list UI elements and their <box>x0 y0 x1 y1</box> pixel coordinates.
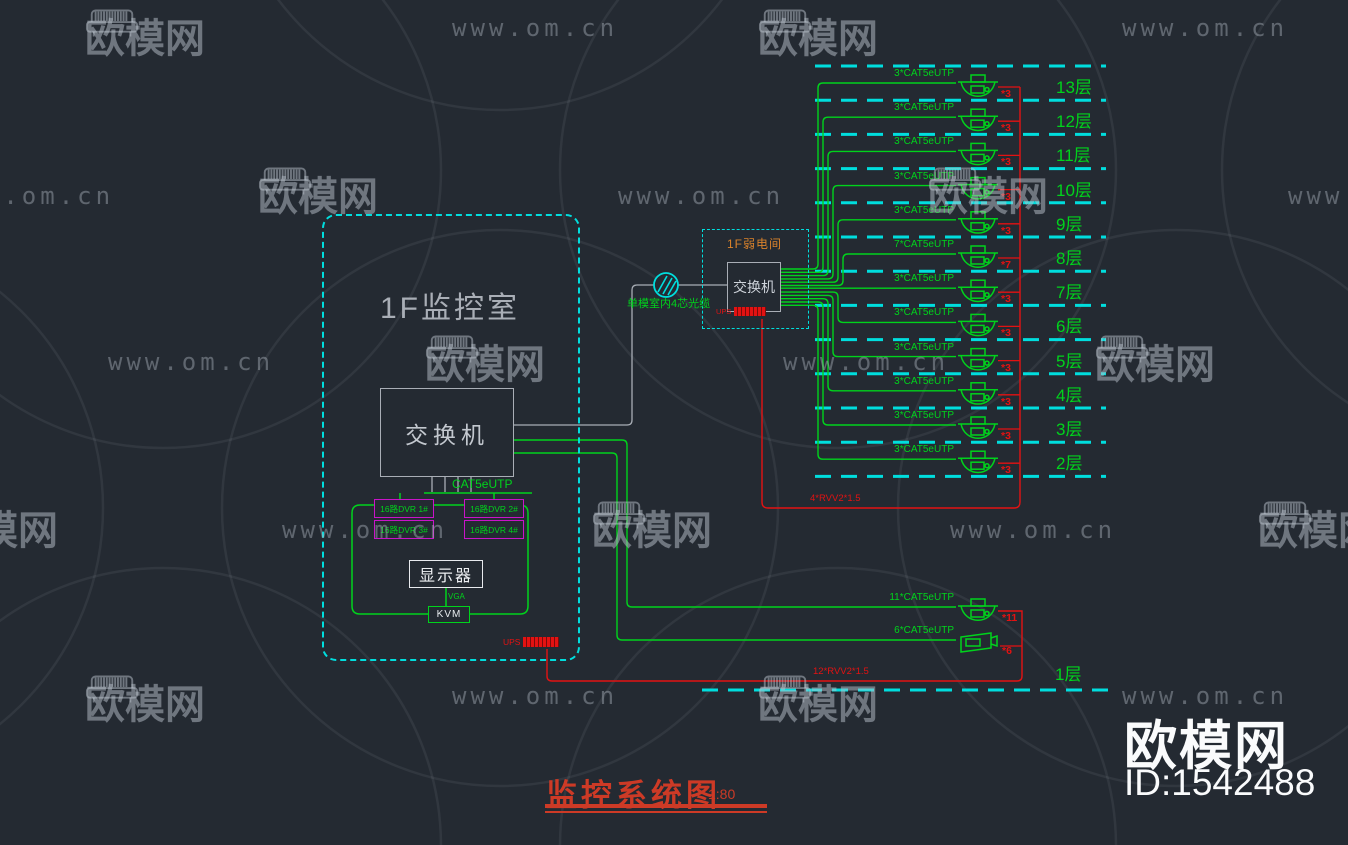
room-green-stubs <box>399 493 495 606</box>
riser-switch-box: 交换机 <box>727 262 781 312</box>
title-underline-thick <box>545 804 767 808</box>
floor-cable-wire <box>778 298 956 392</box>
dvr-box-4: 16路DVR 4# <box>464 520 524 539</box>
fiber-run-wire <box>512 284 727 426</box>
dome-camera-icon <box>957 347 999 371</box>
dome-camera-icon <box>957 74 999 97</box>
ups-room-label: UPS <box>503 637 521 647</box>
riser-power-cable-label: 4*RVV2*1.5 <box>810 493 861 504</box>
background-arc <box>558 566 1118 845</box>
kvm-box: KVM <box>428 606 470 623</box>
drawing-title: 监控系统图 <box>546 778 721 813</box>
display-box: 显示器 <box>409 560 483 588</box>
background-arc <box>0 566 443 845</box>
dvr-box-1: 16路DVR 1# <box>374 499 434 518</box>
site-id: ID:1542488 <box>1124 762 1316 803</box>
background-arc <box>0 0 443 450</box>
floor-cable-wire <box>778 291 956 324</box>
riser-room-box <box>702 229 809 329</box>
fiber-splice-hatch <box>657 275 677 296</box>
floor1-cable-wire <box>512 452 956 641</box>
dome-camera-icon <box>957 416 999 439</box>
floor-cable-wire <box>778 294 956 358</box>
background-arc <box>1220 0 1348 405</box>
floor-cable-wire <box>778 184 956 280</box>
floor1-label: 1层 <box>1055 665 1082 684</box>
ups-room: UPS <box>503 637 560 647</box>
floor-cable-wire <box>778 253 956 287</box>
background-arc <box>558 0 1118 450</box>
site-brand: 欧模网 <box>1124 717 1289 776</box>
ups-riser: UPS <box>716 307 767 316</box>
floor-cable-wire <box>778 116 956 273</box>
dvr-box-2: 16路DVR 2# <box>464 499 524 518</box>
floor-cable-wire <box>778 304 956 460</box>
dvr-box-3: 16路DVR 3# <box>374 520 434 539</box>
monitor-room-title: 1F监控室 <box>380 292 521 325</box>
box-camera-icon <box>960 632 998 653</box>
dome-camera-icon <box>957 211 999 234</box>
floor1-power-cable-label: 12*RVV2*1.5 <box>813 666 869 677</box>
ups-room-bar-icon <box>523 637 560 647</box>
dome-camera-icon <box>957 245 999 268</box>
dome-camera-icon <box>957 450 999 474</box>
background-arc <box>277 0 723 112</box>
floor-cable-wire <box>778 82 956 270</box>
dome-camera-icon <box>957 142 999 166</box>
fiber-cable-label: 单模室内4芯光缆 <box>627 298 711 310</box>
dvr-loop-wire <box>351 504 529 615</box>
riser-room-title: 1F弱电间 <box>726 237 782 251</box>
monitor-room-box <box>322 214 580 661</box>
title-underline-thin <box>545 811 767 813</box>
floor1-power-wire <box>546 610 1023 682</box>
floor-cable-wire <box>778 150 956 277</box>
drawing-scale: 1:80 <box>708 786 736 802</box>
background-arc <box>0 290 105 726</box>
ups-riser-label: UPS <box>716 307 732 316</box>
main-switch-box: 交换机 <box>380 388 514 477</box>
dome-camera-icon <box>957 176 999 200</box>
dome-camera-icon <box>957 598 999 621</box>
dome-camera-icon <box>957 313 999 337</box>
ups-riser-bar-icon <box>734 307 767 316</box>
riser-power-bus <box>761 87 1021 509</box>
dome-camera-icon <box>957 108 999 132</box>
cat5e-label: CAT5eUTP <box>452 477 513 491</box>
vga-label: VGA <box>448 592 465 601</box>
floor-cable-wire <box>778 301 956 426</box>
floor-cable-wire <box>778 219 956 283</box>
